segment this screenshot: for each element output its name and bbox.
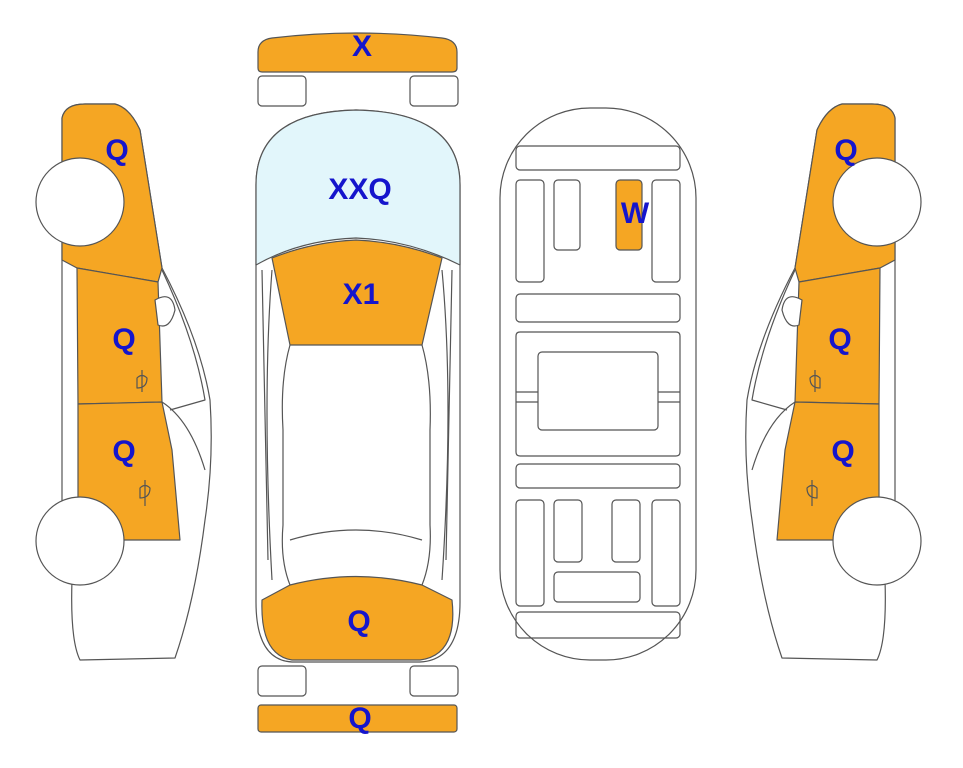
right-rear-wheel	[832, 496, 922, 586]
underbody-slot-7	[611, 499, 641, 563]
right-window-line-2	[751, 401, 796, 471]
underbody-bar-3	[515, 463, 681, 489]
underbody-slot-1	[515, 179, 545, 283]
right-taillight	[409, 665, 459, 697]
right-door-handle-front	[809, 370, 821, 392]
trunk-panel	[261, 575, 454, 661]
right-front-wheel	[832, 157, 922, 247]
right-door-handle-rear	[806, 480, 818, 506]
underbody-frame	[515, 331, 681, 457]
left-headlight	[257, 75, 307, 107]
underbody-frame-inner	[516, 391, 680, 403]
underbody-bar-4	[553, 571, 641, 603]
left-door-handle-front	[136, 370, 148, 392]
side-line-right	[441, 269, 453, 581]
underbody-slot-6	[553, 499, 583, 563]
roof-item-panel	[615, 179, 643, 251]
underbody-slot-4	[651, 179, 681, 283]
underbody-slot-8	[651, 499, 681, 607]
left-window-line-2	[161, 401, 206, 471]
left-side-view	[35, 103, 212, 661]
underbody-slot-2	[553, 179, 581, 251]
underbody-bar-5	[515, 611, 681, 639]
windshield-panel	[255, 109, 461, 266]
right-mirror	[781, 296, 803, 327]
underbody-center	[537, 351, 659, 431]
underbody-slot-5	[515, 499, 545, 607]
front-bumper-panel	[257, 32, 458, 73]
top-view	[255, 32, 461, 733]
underbody-outline	[499, 107, 697, 661]
hood-panel	[271, 239, 443, 346]
right-side-view	[745, 103, 922, 661]
left-door-handle-rear	[139, 480, 151, 506]
underbody-bar-2	[515, 293, 681, 323]
cabin-outline	[281, 344, 431, 586]
right-front-door-panel	[794, 267, 881, 405]
underbody-bar-1	[515, 145, 681, 171]
left-mirror	[154, 296, 176, 327]
right-window-line	[751, 269, 796, 411]
roof-rear-line	[289, 529, 423, 541]
right-headlight	[409, 75, 459, 107]
left-window-line	[161, 269, 206, 411]
left-front-wheel	[35, 157, 125, 247]
left-rear-wheel	[35, 496, 125, 586]
side-line-left	[261, 269, 273, 581]
rear-bumper-panel	[257, 704, 458, 733]
left-front-door-panel	[76, 267, 163, 405]
left-taillight	[257, 665, 307, 697]
underbody-view	[499, 107, 697, 661]
